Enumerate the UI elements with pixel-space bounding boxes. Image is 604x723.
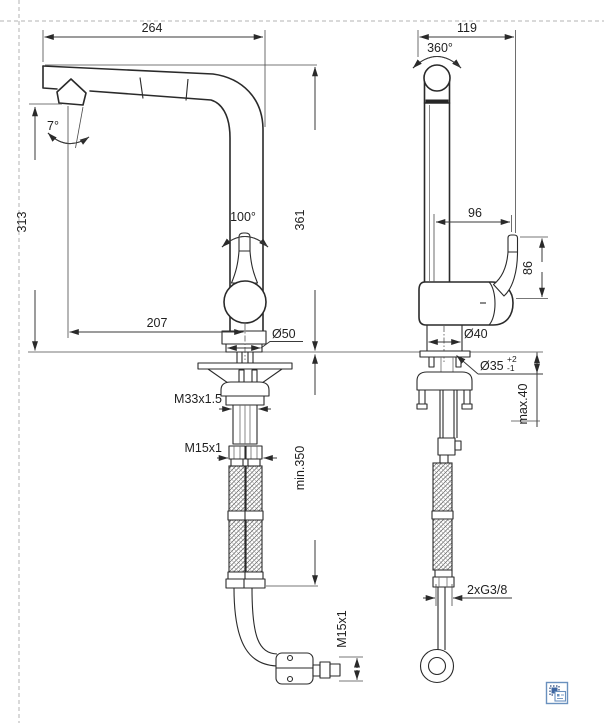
body-cap-seam [488,281,496,326]
spout-tip-edge [42,65,58,90]
holder-seam [425,99,449,103]
dim-body-dia: Ø40 [464,327,488,341]
dim-lever-height: 86 [521,261,535,275]
embedded-object-icon[interactable] [545,681,569,705]
dim-supply-connection: 2xG3/8 [467,583,507,597]
dim-total-height: 361 [293,210,307,231]
dim-side-width: 119 [457,21,477,35]
g38-fitting-side [432,576,455,588]
dim-lever-reach: 96 [468,206,482,220]
base-side [426,324,463,352]
spray-connector [319,661,331,679]
spout-outer-contour [42,65,264,332]
handle-knob-front [238,232,251,252]
spout-inner-contour [89,90,231,332]
base-front [221,330,267,345]
clamp-screw-right [463,389,471,406]
hose-nut-right [245,445,263,460]
dimensions-front: 264 7° 313 361 100° 207 Ø50 M33x1.5 [15,21,363,682]
g38-fitting-right [243,578,266,589]
clamp-screw-left [418,389,426,406]
valve-body-side [418,281,514,326]
dim-outlet-height: 313 [15,212,29,233]
mounting-plate-front [197,362,293,370]
spout-end-circle [423,64,451,92]
spout-joint-line-1 [139,77,144,99]
lever-knob-side [507,234,519,253]
spray-hose-tube-outer [233,587,278,667]
dim-hose-thread: M15x1 [184,441,222,455]
mounting-plate-legs [207,368,283,384]
clamp-bracket-side [416,371,473,391]
handle-balloon-front [223,280,267,324]
spray-hose-tube-inner [251,587,278,655]
clamp-bracket-front [220,381,270,397]
dim-spout-reach: 264 [142,21,163,35]
side-view [416,64,519,684]
hose-loop-inner [427,656,447,676]
handle-neck-front [230,250,259,284]
mounting-plate-side [419,350,471,358]
spout-joint-line-2 [185,78,189,101]
dim-max-deck-thickness: max.40 [516,383,530,424]
locking-ring-front [225,395,265,406]
dim-hose-min-length: min.350 [293,446,307,491]
dim-spout-tilt: 7° [47,119,59,133]
dim-spout-swivel: 360° [427,41,453,55]
lever-arm-side [492,251,519,297]
hose-nut-left [228,445,246,460]
hose-connector-block [437,437,456,456]
spray-head [56,78,87,106]
dim-base-dia: Ø50 [272,327,296,341]
dimensions-side: 119 360° 96 86 Ø40 Ø35 +2 -1 max [412,21,548,606]
dim-outlet-reach: 207 [147,316,168,330]
dim-handle-swing: 100° [230,210,256,224]
dim-shank-thread: M33x1.5 [174,392,222,406]
dim-hole-dia: Ø35 +2 -1 [480,351,520,373]
dim-spray-connector-thread: M15x1 [335,610,349,648]
front-view [28,65,543,685]
